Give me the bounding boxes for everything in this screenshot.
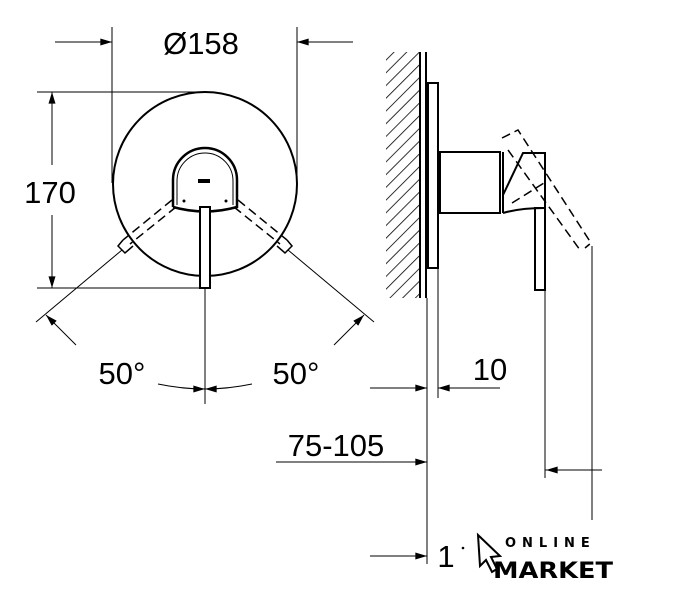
front-view [35, 27, 375, 404]
bottom-label: 1 [437, 539, 454, 574]
angle-left-label: 50° [99, 356, 146, 391]
logo-line1: ONLINE [505, 536, 596, 551]
side-lever [534, 207, 546, 291]
cursor-icon [476, 532, 503, 574]
lever [199, 206, 211, 289]
wall-hatch [386, 52, 419, 298]
valve-body [439, 151, 501, 214]
logo-line2: MARKET [493, 559, 613, 584]
range-label: 75-105 [288, 428, 385, 463]
indicator-mark [198, 179, 210, 183]
angle-right-label: 50° [273, 356, 320, 391]
side-plate [427, 82, 439, 269]
side-handle [502, 152, 546, 214]
diameter-label: Ø158 [163, 26, 239, 61]
watermark-logo: ONLINE MARKET [476, 532, 613, 584]
depth-label: 10 [473, 352, 507, 387]
side-view [276, 52, 602, 564]
height-label: 170 [24, 175, 76, 210]
